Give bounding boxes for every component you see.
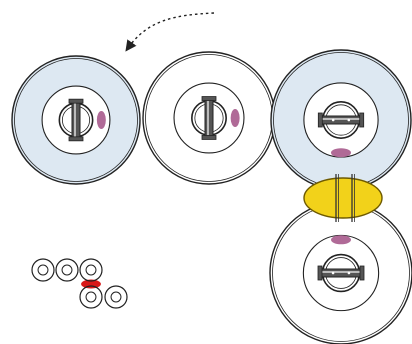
lock-bar-highlight xyxy=(320,271,362,273)
lock-bar-cap xyxy=(68,136,84,142)
mini-disc-hub xyxy=(85,264,97,276)
disc-middle xyxy=(142,51,276,185)
mini-disc xyxy=(104,285,128,309)
connector-capsule xyxy=(303,174,383,222)
mini-disc xyxy=(79,258,103,282)
mini-disc-rim xyxy=(55,258,79,282)
disc-bottom-right xyxy=(269,201,412,344)
lock-bar-cap xyxy=(317,265,323,281)
disc-rim-inner-line xyxy=(14,58,138,182)
mini-disc-rim xyxy=(31,258,55,282)
mini-disc-rim xyxy=(79,285,103,309)
pin-marker xyxy=(230,109,240,127)
discs-layer xyxy=(11,49,412,344)
lock-bar-rivet xyxy=(331,271,335,275)
lock-bar-highlight xyxy=(321,118,361,120)
lock-bar-rivet xyxy=(347,271,351,275)
lock-bar-cap xyxy=(68,98,84,104)
mini-disc-hub xyxy=(110,291,122,303)
lock-bar-cap xyxy=(201,135,217,140)
lock-bar-highlight xyxy=(74,102,76,138)
mini-disc-hub xyxy=(85,291,97,303)
lock-bar-rivet xyxy=(347,118,351,122)
mini-disc xyxy=(31,258,55,282)
mini-disc-hub xyxy=(37,264,49,276)
mini-highlight xyxy=(81,279,101,289)
mini-disc-rim xyxy=(79,258,103,282)
disc-left xyxy=(11,55,141,185)
pin-marker xyxy=(331,148,351,158)
disc-top-right xyxy=(270,49,412,191)
mini-disc xyxy=(55,258,79,282)
mini-disc-rim xyxy=(104,285,128,309)
rotation-arrow xyxy=(125,12,215,52)
mini-disc-hub xyxy=(61,264,73,276)
mini-diagram xyxy=(31,258,128,309)
pin-marker xyxy=(96,111,106,129)
connector-layer xyxy=(303,174,383,222)
lock-bar-cap xyxy=(359,112,365,128)
lock-bar-cap xyxy=(201,96,217,101)
mini-disc xyxy=(79,285,103,309)
lock-bar-rivet xyxy=(331,118,335,122)
lock-bar-highlight xyxy=(207,99,209,137)
lock-bar-cap xyxy=(359,265,365,281)
connector-body xyxy=(303,177,383,219)
lock-bar-cap xyxy=(317,112,323,128)
rotation-arrow-layer xyxy=(125,12,215,52)
pin-marker xyxy=(331,235,351,245)
